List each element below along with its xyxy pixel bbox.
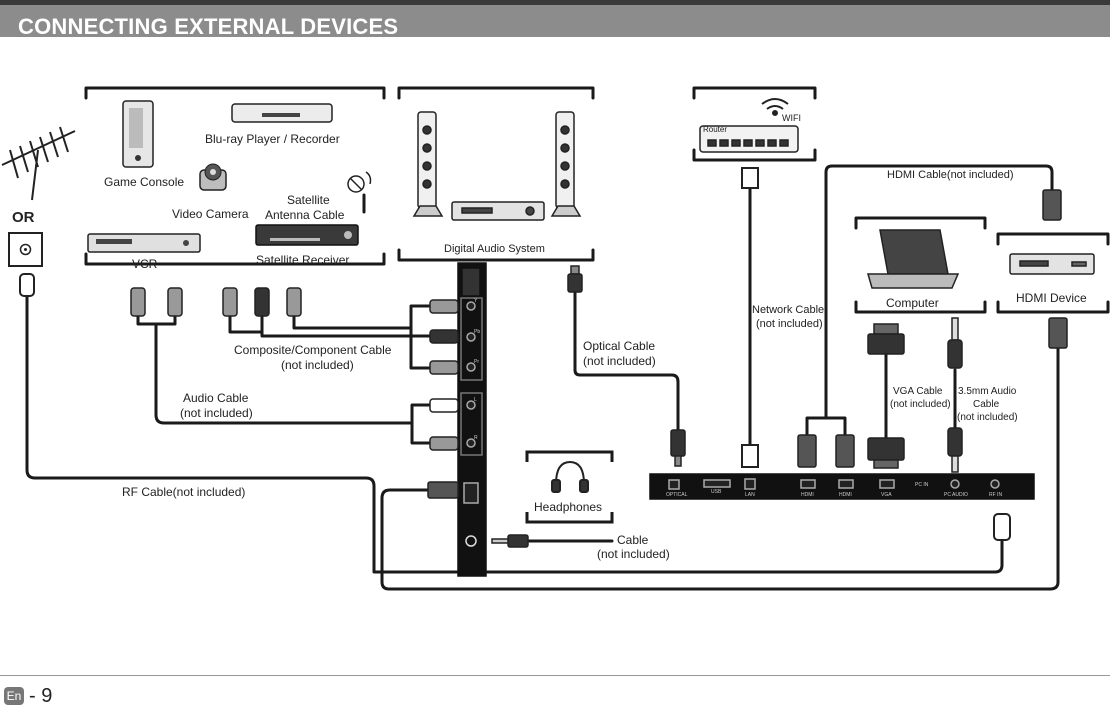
game-console-icon bbox=[122, 100, 154, 168]
audio-cable-label-1: Audio Cable bbox=[183, 391, 249, 405]
rf-cable-label: RF Cable(not included) bbox=[122, 485, 245, 499]
port-pr: Pr bbox=[474, 359, 479, 365]
hdmi-plugs-bottom bbox=[797, 434, 855, 468]
headphones-label: Headphones bbox=[534, 500, 602, 514]
audio35-label-3: (not included) bbox=[957, 412, 1018, 423]
wifi-icon bbox=[761, 98, 789, 116]
vcr-label: VCR bbox=[132, 257, 158, 271]
port-pcin: PC IN bbox=[915, 482, 929, 488]
vga-plug-top bbox=[867, 323, 905, 355]
bluray-label: Blu-ray Player / Recorder bbox=[205, 132, 340, 146]
optical-plug-top bbox=[567, 265, 583, 293]
footer-rule bbox=[0, 675, 1110, 676]
satellite-dish-icon bbox=[347, 171, 372, 193]
wifi-label: WIFI bbox=[782, 113, 801, 123]
hdmi-device-label: HDMI Device bbox=[1016, 291, 1087, 305]
speaker-left-icon bbox=[412, 111, 444, 217]
speaker-right-icon bbox=[550, 111, 582, 217]
optical-cable-label-1: Optical Cable bbox=[583, 339, 655, 353]
vga-plug-bottom bbox=[867, 437, 905, 469]
rf-plug-bottom bbox=[993, 513, 1011, 541]
router-icon bbox=[699, 125, 799, 153]
audio-cable-label-2: (not included) bbox=[180, 406, 253, 420]
audio35-label-2: Cable bbox=[973, 399, 1000, 410]
optical-plug-bottom bbox=[670, 429, 686, 467]
composite-cable-label-2: (not included) bbox=[281, 358, 354, 372]
vga-cable-label-2: (not included) bbox=[890, 399, 951, 410]
port-usb: USB bbox=[711, 489, 722, 495]
headphones-icon bbox=[551, 460, 589, 493]
page-title: CONNECTING EXTERNAL DEVICES bbox=[18, 14, 399, 39]
optical-cable-label-2: (not included) bbox=[583, 354, 656, 368]
video-camera-label: Video Camera bbox=[172, 207, 249, 221]
audio35-label-1: 3.5mm Audio bbox=[958, 386, 1017, 397]
port-pcaudio: PC AUDIO bbox=[944, 492, 968, 498]
satellite-receiver-icon bbox=[255, 224, 359, 246]
tv-bottom-panel bbox=[649, 473, 1035, 500]
computer-bracket bbox=[854, 216, 987, 314]
page-header: CONNECTING EXTERNAL DEVICES bbox=[0, 0, 1110, 39]
hdmi-plug-device bbox=[1048, 317, 1068, 349]
composite-cable bbox=[228, 304, 432, 370]
audio35-plug-top bbox=[947, 317, 963, 369]
satellite-cable-label-2: Antenna Cable bbox=[265, 208, 345, 222]
audio-cable bbox=[154, 314, 432, 445]
network-cable-label-2: (not included) bbox=[756, 318, 823, 330]
port-optical: OPTICAL bbox=[666, 492, 688, 498]
audio-system-bracket bbox=[397, 86, 595, 262]
composite-plugs bbox=[222, 287, 302, 317]
audio35-plug-bottom bbox=[947, 427, 963, 473]
side-panel-plugs bbox=[427, 299, 529, 548]
satellite-receiver-label: Satellite Receiver bbox=[256, 253, 349, 267]
headphones-bracket bbox=[525, 450, 614, 524]
router-bracket bbox=[692, 86, 817, 162]
hdmi-device-cable bbox=[380, 344, 1060, 591]
port-l: L bbox=[474, 397, 477, 403]
port-hdmi1: HDMI bbox=[801, 492, 814, 498]
port-pb: Pb bbox=[474, 329, 480, 335]
audio-receiver-icon bbox=[451, 201, 545, 221]
lan-plug-top bbox=[741, 167, 759, 189]
satellite-cable-label-1: Satellite bbox=[287, 193, 330, 207]
router-label: Router bbox=[703, 125, 727, 134]
hdmi-cable-label: HDMI Cable(not included) bbox=[887, 169, 1014, 181]
cable-label-2: (not included) bbox=[597, 547, 670, 561]
composite-cable-label-1: Composite/Component Cable bbox=[234, 343, 392, 357]
hdmi-computer-cable bbox=[805, 164, 1054, 437]
rf-cable bbox=[25, 294, 1004, 574]
optical-cable bbox=[573, 288, 680, 432]
vga-cable-label-1: VGA Cable bbox=[893, 386, 943, 397]
audio-cable-left bbox=[136, 314, 158, 326]
hdmi-device-bracket bbox=[996, 232, 1110, 314]
port-vga: VGA bbox=[881, 492, 892, 498]
hdmi-device-icon bbox=[1009, 253, 1095, 275]
port-r: R bbox=[474, 435, 478, 441]
audio-plugs bbox=[130, 287, 183, 317]
computer-label: Computer bbox=[886, 296, 939, 310]
antenna-icon bbox=[1, 126, 76, 201]
header-top-rule bbox=[0, 0, 1110, 5]
tv-side-panel bbox=[457, 262, 487, 577]
page-number: - 9 bbox=[29, 685, 53, 707]
port-hdmi2: HDMI bbox=[839, 492, 852, 498]
vcr-icon bbox=[87, 233, 201, 253]
rf-plug-top bbox=[19, 273, 35, 297]
header-band bbox=[0, 5, 1110, 37]
or-label: OR bbox=[12, 209, 35, 226]
hdmi-plug-top bbox=[1042, 189, 1062, 221]
game-console-label: Game Console bbox=[104, 175, 184, 189]
video-camera-icon bbox=[199, 163, 227, 191]
cable-label-1: Cable bbox=[617, 533, 649, 547]
port-rfin: RF IN bbox=[989, 492, 1002, 498]
port-lan: LAN bbox=[745, 492, 755, 498]
digital-audio-label: Digital Audio System bbox=[444, 243, 545, 255]
network-cable-label-1: Network Cable bbox=[752, 304, 824, 316]
port-y: Y bbox=[474, 298, 478, 304]
laptop-icon bbox=[867, 229, 960, 289]
lan-plug-bottom bbox=[741, 444, 759, 468]
av-devices-bracket bbox=[84, 86, 386, 266]
bluray-player-icon bbox=[231, 103, 333, 123]
language-badge: En bbox=[4, 687, 24, 705]
